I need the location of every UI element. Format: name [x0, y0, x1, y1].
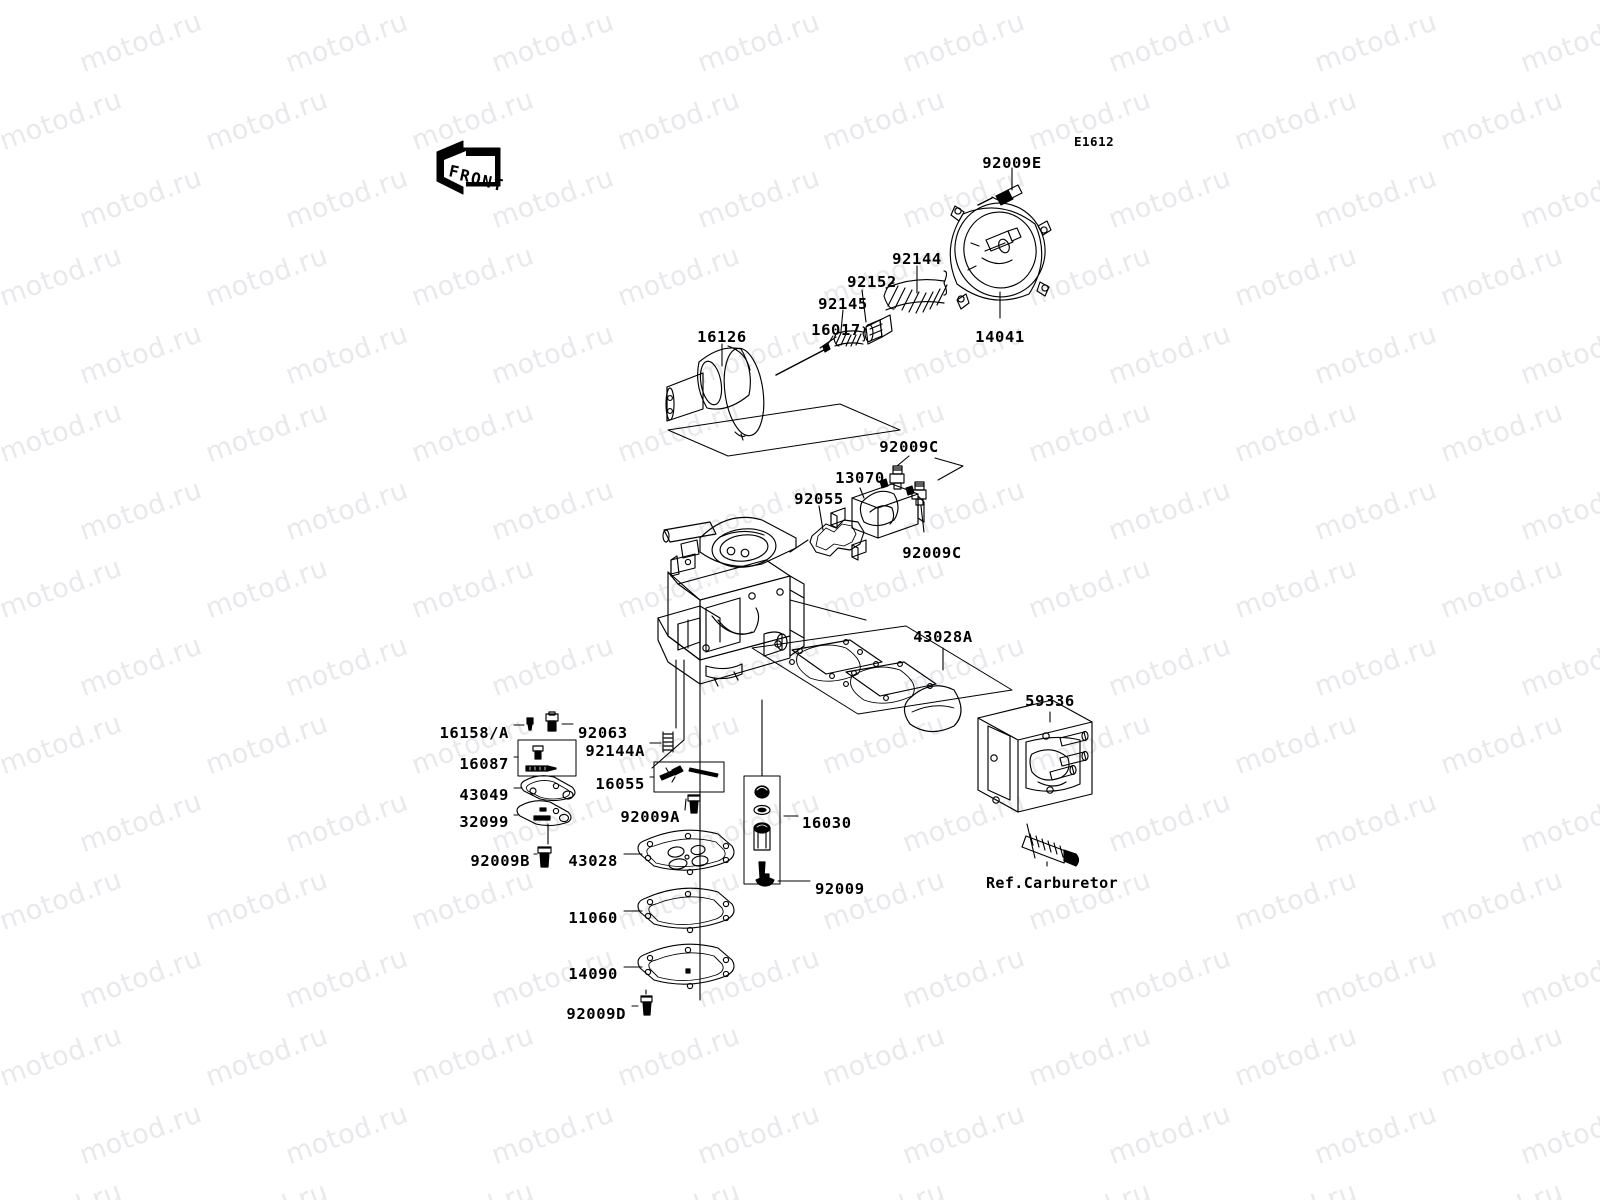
- part-label-screw[interactable]: 92009B: [470, 852, 530, 870]
- part-label-packing-plate[interactable]: 43049: [459, 786, 509, 804]
- part-14090-cover-plate: [637, 943, 735, 990]
- part-label-o-ring-gasket[interactable]: 92055: [794, 490, 844, 508]
- part-label-diaphragm-set[interactable]: 43028A: [913, 628, 973, 646]
- svg-text:N: N: [480, 171, 493, 192]
- part-label-screw[interactable]: 92009E: [982, 154, 1042, 172]
- svg-text:O: O: [469, 168, 482, 189]
- part-43028A-gasket-3: [903, 685, 962, 733]
- drawing-code: E1612: [1074, 134, 1115, 149]
- part-label-screw[interactable]: 92009C: [879, 438, 939, 456]
- part-label-valve-assy[interactable]: 16158/A: [439, 724, 509, 742]
- part-16017-needle: [775, 343, 831, 376]
- part-92055-gasket: [809, 519, 865, 557]
- part-label-screw[interactable]: 92009D: [566, 1005, 626, 1023]
- part-label-diaphragm[interactable]: 43028: [568, 852, 618, 870]
- part-label-valve-needle-set[interactable]: 16087: [459, 755, 509, 773]
- part-label-jet[interactable]: 92063: [578, 724, 628, 742]
- part-label-guide-bracket[interactable]: 13070: [835, 469, 885, 487]
- part-16055-jet-set: [659, 765, 719, 783]
- part-92063-jet: [545, 711, 559, 732]
- ref-carburetor-bolt: [1021, 833, 1080, 867]
- part-16158A-valve: [526, 717, 534, 731]
- part-label-screw[interactable]: 92009A: [620, 808, 680, 826]
- part-92145-spring: [833, 326, 866, 347]
- part-92009E-screw: [977, 184, 1023, 206]
- part-label-cover[interactable]: 14041: [975, 328, 1025, 346]
- ref-carburetor-caption: Ref.Carburetor: [986, 874, 1119, 892]
- part-label-spring-large[interactable]: 92144: [892, 250, 942, 268]
- part-16087-needle-set: [525, 745, 557, 772]
- part-92009B-screw: [537, 846, 552, 868]
- part-label-diaphragm-cover[interactable]: 16126: [697, 328, 747, 346]
- part-label-bracket-plate[interactable]: 32099: [459, 813, 509, 831]
- part-label-needle-jet[interactable]: 16017: [811, 321, 861, 339]
- part-14041-cover: [949, 202, 1052, 310]
- part-label-spring[interactable]: 92144A: [585, 742, 645, 760]
- part-92009A-screw: [687, 794, 701, 814]
- part-label-screw[interactable]: 92009: [815, 880, 865, 898]
- svg-text:F: F: [447, 161, 460, 182]
- part-92144-spring: [883, 270, 948, 314]
- part-59336-pump-body: [977, 699, 1093, 813]
- part-92144A-spring: [662, 731, 674, 753]
- part-92009-screw: [755, 873, 775, 887]
- part-43028A-gasket-1: [789, 639, 883, 682]
- part-16126-cover: [665, 345, 765, 441]
- part-label-collar[interactable]: 92152: [847, 273, 897, 291]
- svg-text:R: R: [458, 165, 472, 186]
- part-11060-gasket: [637, 887, 735, 934]
- part-43028-diaphragm: [637, 829, 735, 876]
- part-label-cover-plate[interactable]: 14090: [568, 965, 618, 983]
- part-label-float-valve-set[interactable]: 16030: [802, 814, 852, 832]
- part-label-jet-set[interactable]: 16055: [595, 775, 645, 793]
- part-92009D-screw: [640, 995, 653, 1016]
- part-32099-plate: [516, 800, 572, 827]
- part-92152-collar: [864, 314, 893, 345]
- svg-text:T: T: [491, 174, 504, 195]
- part-92009C-screw-top: [889, 465, 905, 490]
- part-label-spring-small[interactable]: 92145: [818, 295, 868, 313]
- front-arrow-icon: F R O N T: [436, 140, 505, 195]
- part-label-gasket[interactable]: 11060: [568, 909, 618, 927]
- part-label-fuel-pump-body[interactable]: 59336: [1025, 692, 1075, 710]
- part-label-screw[interactable]: 92009C: [902, 544, 962, 562]
